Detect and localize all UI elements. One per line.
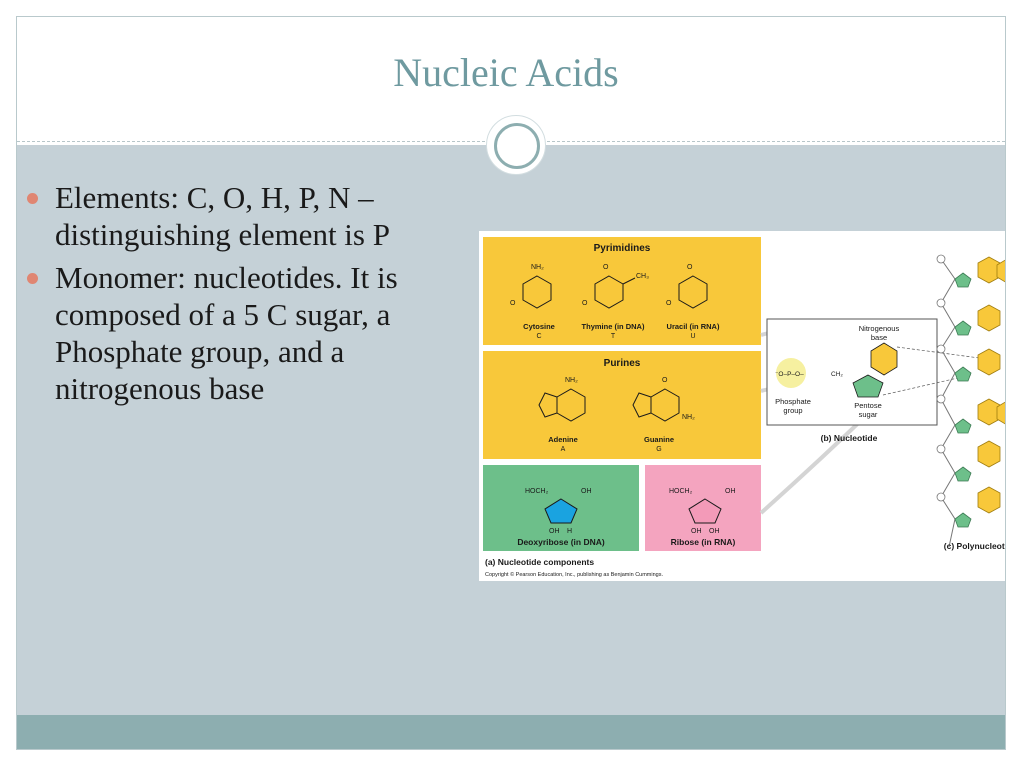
cytosine-abbr: C	[536, 333, 541, 340]
deoxyribose-label: Deoxyribose (in DNA)	[517, 537, 605, 547]
bullet-text: Elements: C, O, H, P, N – distinguishing…	[55, 180, 390, 252]
svg-text:H: H	[567, 528, 572, 535]
thymine-label: Thymine (in DNA)	[582, 322, 645, 331]
svg-text:OH: OH	[581, 488, 592, 495]
guanine-abbr: G	[656, 446, 661, 453]
svg-text:O: O	[662, 377, 668, 384]
nitrogenous-base-label: Nitrogenous	[859, 324, 900, 333]
uracil-label: Uracil (in RNA)	[667, 322, 720, 331]
svg-text:O: O	[582, 300, 588, 307]
thymine-abbr: T	[611, 333, 616, 340]
slide-frame: Nucleic Acids Elements: C, O, H, P, N – …	[16, 16, 1006, 750]
uracil-structure-icon	[678, 275, 708, 309]
polynucleotide-chain-icon	[936, 254, 1005, 548]
uracil-abbr: U	[690, 333, 695, 340]
footer-band	[17, 715, 1005, 749]
phosphate-group-label: Phosphate	[775, 397, 811, 406]
svg-text:OH: OH	[549, 528, 560, 535]
ribose-label: Ribose (in RNA)	[671, 537, 736, 547]
svg-text:O: O	[603, 264, 609, 271]
pentose-sugar-label: sugar	[859, 410, 878, 419]
svg-text:O: O	[666, 300, 672, 307]
adenine-label: Adenine	[548, 435, 578, 444]
svg-text:O: O	[687, 264, 693, 271]
svg-text:OH: OH	[709, 528, 720, 535]
phosphate-group-label: group	[783, 406, 802, 415]
guanine-structure-icon	[632, 388, 680, 422]
bullet-dot-icon	[27, 273, 38, 284]
pentose-sugar-label: Pentose	[854, 401, 882, 410]
ribose-ring-icon	[688, 498, 722, 524]
nucleotide-caption: (b) Nucleotide	[821, 433, 878, 443]
circle-ornament-icon	[486, 115, 546, 175]
bullet-item: Monomer: nucleotides. It is composed of …	[27, 259, 497, 407]
purines-panel	[483, 351, 761, 459]
slide-title: Nucleic Acids	[393, 50, 619, 95]
deoxyribose-ring-icon	[544, 498, 578, 524]
guanine-label: Guanine	[644, 435, 674, 444]
bullet-text: Monomer: nucleotides. It is composed of …	[55, 260, 398, 406]
components-caption: (a) Nucleotide components	[485, 557, 594, 567]
connector-arc	[759, 409, 873, 515]
copyright-text: Copyright © Pearson Education, Inc., pub…	[485, 571, 663, 578]
svg-text:O: O	[510, 300, 516, 307]
nitrogenous-base-label: base	[871, 333, 887, 342]
svg-text:OH: OH	[725, 488, 736, 495]
svg-text:HOCH₂: HOCH₂	[669, 488, 693, 495]
pentose-sugar-icon	[852, 374, 884, 398]
svg-text:CH₃: CH₃	[636, 273, 649, 280]
adenine-structure-icon	[538, 388, 586, 422]
purines-title: Purines	[604, 358, 641, 369]
bullet-item: Elements: C, O, H, P, N – distinguishing…	[27, 179, 497, 253]
cytosine-structure-icon	[522, 275, 552, 309]
phosphate-formula: ⁻O–P–O–	[775, 371, 804, 378]
svg-text:HOCH₂: HOCH₂	[525, 488, 549, 495]
adenine-abbr: A	[561, 446, 566, 453]
cytosine-label: Cytosine	[523, 322, 555, 331]
ch2-label: CH₂	[831, 371, 843, 378]
svg-text:NH₂: NH₂	[531, 264, 544, 271]
pyrimidines-panel	[483, 237, 761, 345]
phosphate-group-icon	[776, 358, 806, 388]
bullet-dot-icon	[27, 193, 38, 204]
thymine-structure-icon	[594, 275, 636, 309]
polynucleotide-caption: (c) Polynucleotide	[944, 541, 1006, 551]
svg-text:NH₂: NH₂	[565, 377, 578, 384]
bullet-list: Elements: C, O, H, P, N – distinguishing…	[27, 179, 497, 413]
nucleotide-figure: Pyrimidines NH₂ O O CH₃ O O O Cytosine C	[479, 231, 1006, 581]
svg-text:NH₂: NH₂	[682, 414, 695, 421]
svg-text:OH: OH	[691, 528, 702, 535]
pyrimidines-title: Pyrimidines	[594, 243, 651, 254]
nitrogenous-base-icon	[870, 342, 898, 376]
